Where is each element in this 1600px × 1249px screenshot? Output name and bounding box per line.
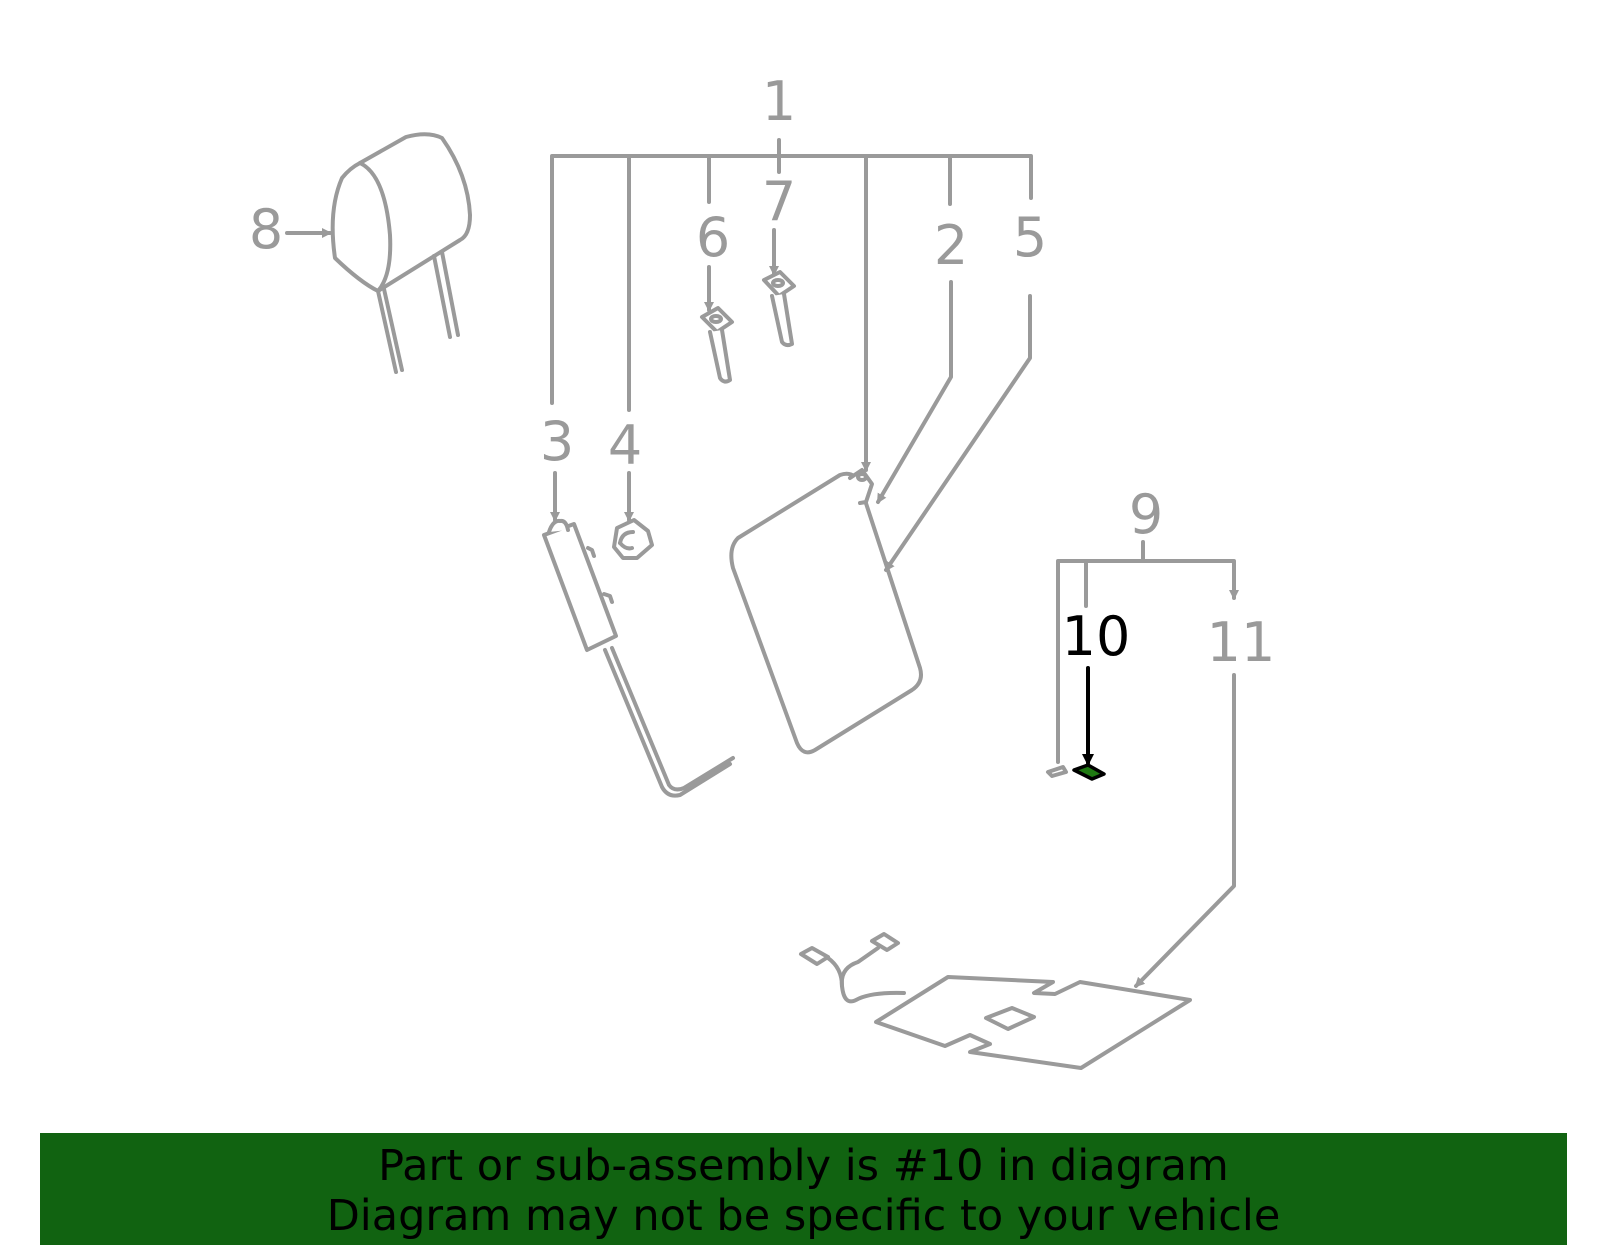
- callout-10: 10: [1062, 605, 1131, 668]
- airbag-module-part: [729, 468, 923, 755]
- clip-9-part: [1046, 765, 1068, 778]
- banner-line-1: Part or sub-assembly is #10 in diagram: [378, 1141, 1229, 1191]
- side-airbag-part: [542, 518, 735, 798]
- sensor-mat-part: [799, 932, 1192, 1070]
- callout-9: 9: [1129, 483, 1163, 546]
- callout-7: 7: [762, 170, 796, 233]
- callout-2: 2: [934, 214, 968, 277]
- highlighted-part-10: [1072, 763, 1106, 781]
- callout-11: 11: [1207, 611, 1276, 674]
- nut-part: [612, 518, 654, 560]
- bolt-6-part: [700, 306, 734, 384]
- bolt-7-part: [762, 270, 796, 348]
- headrest-part: [330, 132, 472, 374]
- callout-1: 1: [762, 70, 796, 133]
- banner-line-2: Diagram may not be specific to your vehi…: [326, 1191, 1281, 1241]
- callout-4: 4: [608, 414, 642, 477]
- callout-5: 5: [1013, 206, 1047, 269]
- callout-3: 3: [540, 410, 574, 473]
- callout-6: 6: [696, 206, 730, 269]
- info-banner: Part or sub-assembly is #10 in diagram D…: [40, 1133, 1567, 1245]
- leader-lines: [285, 138, 1239, 988]
- callout-8: 8: [249, 198, 283, 261]
